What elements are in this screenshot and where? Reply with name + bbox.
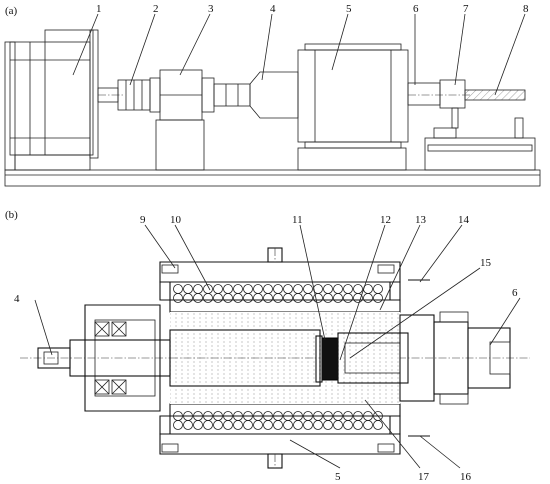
- piston-seal: [315, 335, 323, 383]
- torque-sensor: [149, 69, 215, 171]
- callout-7: 7: [463, 3, 469, 15]
- piston-rod: [407, 82, 470, 106]
- callout-b-9: 9: [140, 214, 146, 226]
- callout-b-4: 4: [14, 293, 20, 305]
- coupling-2: [213, 71, 299, 119]
- callout-b-15: 15: [480, 257, 492, 269]
- callout-b-17: 17: [418, 471, 430, 483]
- callout-b-5: 5: [335, 471, 341, 483]
- panel-a-label: (a): [5, 5, 18, 17]
- force-sensor: [433, 79, 466, 139]
- test-bench-base: [4, 169, 541, 187]
- panel-b-label: (b): [5, 209, 18, 221]
- drive-motor: [9, 29, 99, 159]
- callout-6: 6: [413, 3, 419, 15]
- callout-b-6: 6: [512, 287, 518, 299]
- callout-b-14: 14: [458, 214, 470, 226]
- callout-b-11: 11: [292, 214, 303, 226]
- left-end-cap: [37, 304, 171, 412]
- excitation-coil: [173, 284, 383, 430]
- callout-b-12: 12: [380, 214, 391, 226]
- rod-assembly: [337, 279, 511, 437]
- callout-5: 5: [346, 3, 352, 15]
- lead-screw: [464, 89, 526, 139]
- callout-b-16: 16: [460, 471, 472, 483]
- callout-b-13: 13: [415, 214, 427, 226]
- callout-b-10: 10: [170, 214, 182, 226]
- damper-housing: [297, 43, 409, 171]
- callout-8: 8: [523, 3, 529, 15]
- callout-3: 3: [208, 3, 214, 15]
- piston-head: [321, 337, 339, 381]
- panel-b: (b): [5, 209, 530, 483]
- callout-4: 4: [270, 3, 276, 15]
- panel-a: (a): [4, 3, 541, 187]
- callout-2: 2: [153, 3, 159, 15]
- callout-1: 1: [96, 3, 102, 15]
